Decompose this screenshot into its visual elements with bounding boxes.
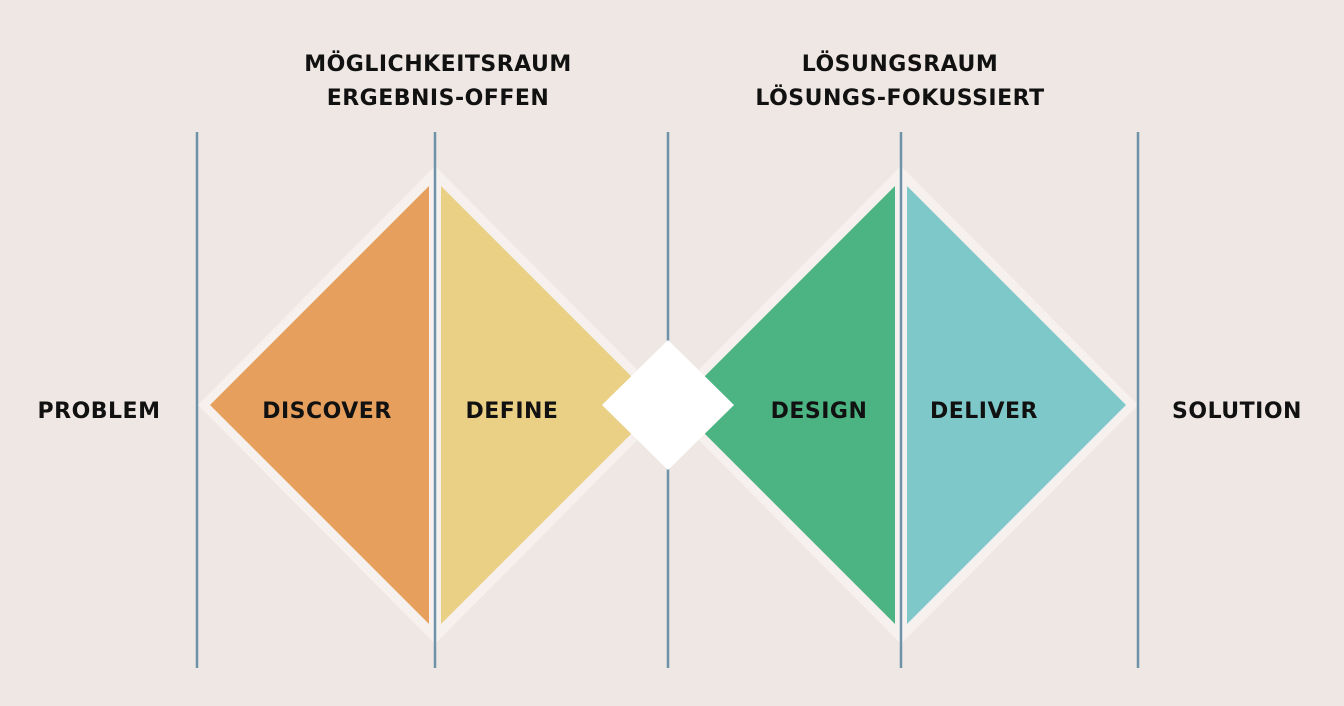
phase-label-design: DESIGN	[771, 399, 868, 424]
phase-label-define: DEFINE	[466, 399, 559, 424]
end-label: SOLUTION	[1172, 399, 1302, 424]
header-right-line2: LÖSUNGS-FOKUSSIERT	[755, 85, 1044, 111]
header-right-line1: LÖSUNGSRAUM	[802, 51, 999, 77]
define-triangle	[441, 186, 660, 624]
header-left-line2: ERGEBNIS-OFFEN	[327, 86, 550, 111]
discover-triangle	[210, 186, 429, 624]
start-label: PROBLEM	[38, 399, 161, 424]
phase-label-discover: DISCOVER	[262, 399, 392, 424]
center-diamond	[602, 340, 734, 470]
phase-label-deliver: DELIVER	[930, 399, 1038, 424]
design-triangle	[676, 186, 895, 624]
header-left-line1: MÖGLICHKEITSRAUM	[304, 51, 572, 77]
deliver-triangle	[907, 186, 1126, 624]
